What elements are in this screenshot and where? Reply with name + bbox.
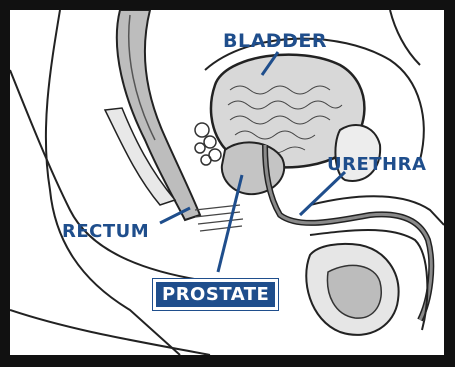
leader-urethra bbox=[300, 172, 345, 215]
perineal-muscles bbox=[195, 205, 243, 231]
bladder-label: BLADDER bbox=[223, 30, 327, 52]
abdomen-line bbox=[390, 10, 420, 65]
urethra-label: URETHRA bbox=[327, 154, 426, 175]
prostate-shape bbox=[222, 142, 284, 194]
thigh-outline bbox=[10, 310, 210, 355]
leader-prostate bbox=[218, 175, 242, 272]
rectum-label: RECTUM bbox=[62, 221, 149, 242]
prostate-label: PROSTATE bbox=[153, 279, 278, 310]
anatomy-illustration: BLADDER URETHRA RECTUM PROSTATE bbox=[10, 10, 444, 355]
